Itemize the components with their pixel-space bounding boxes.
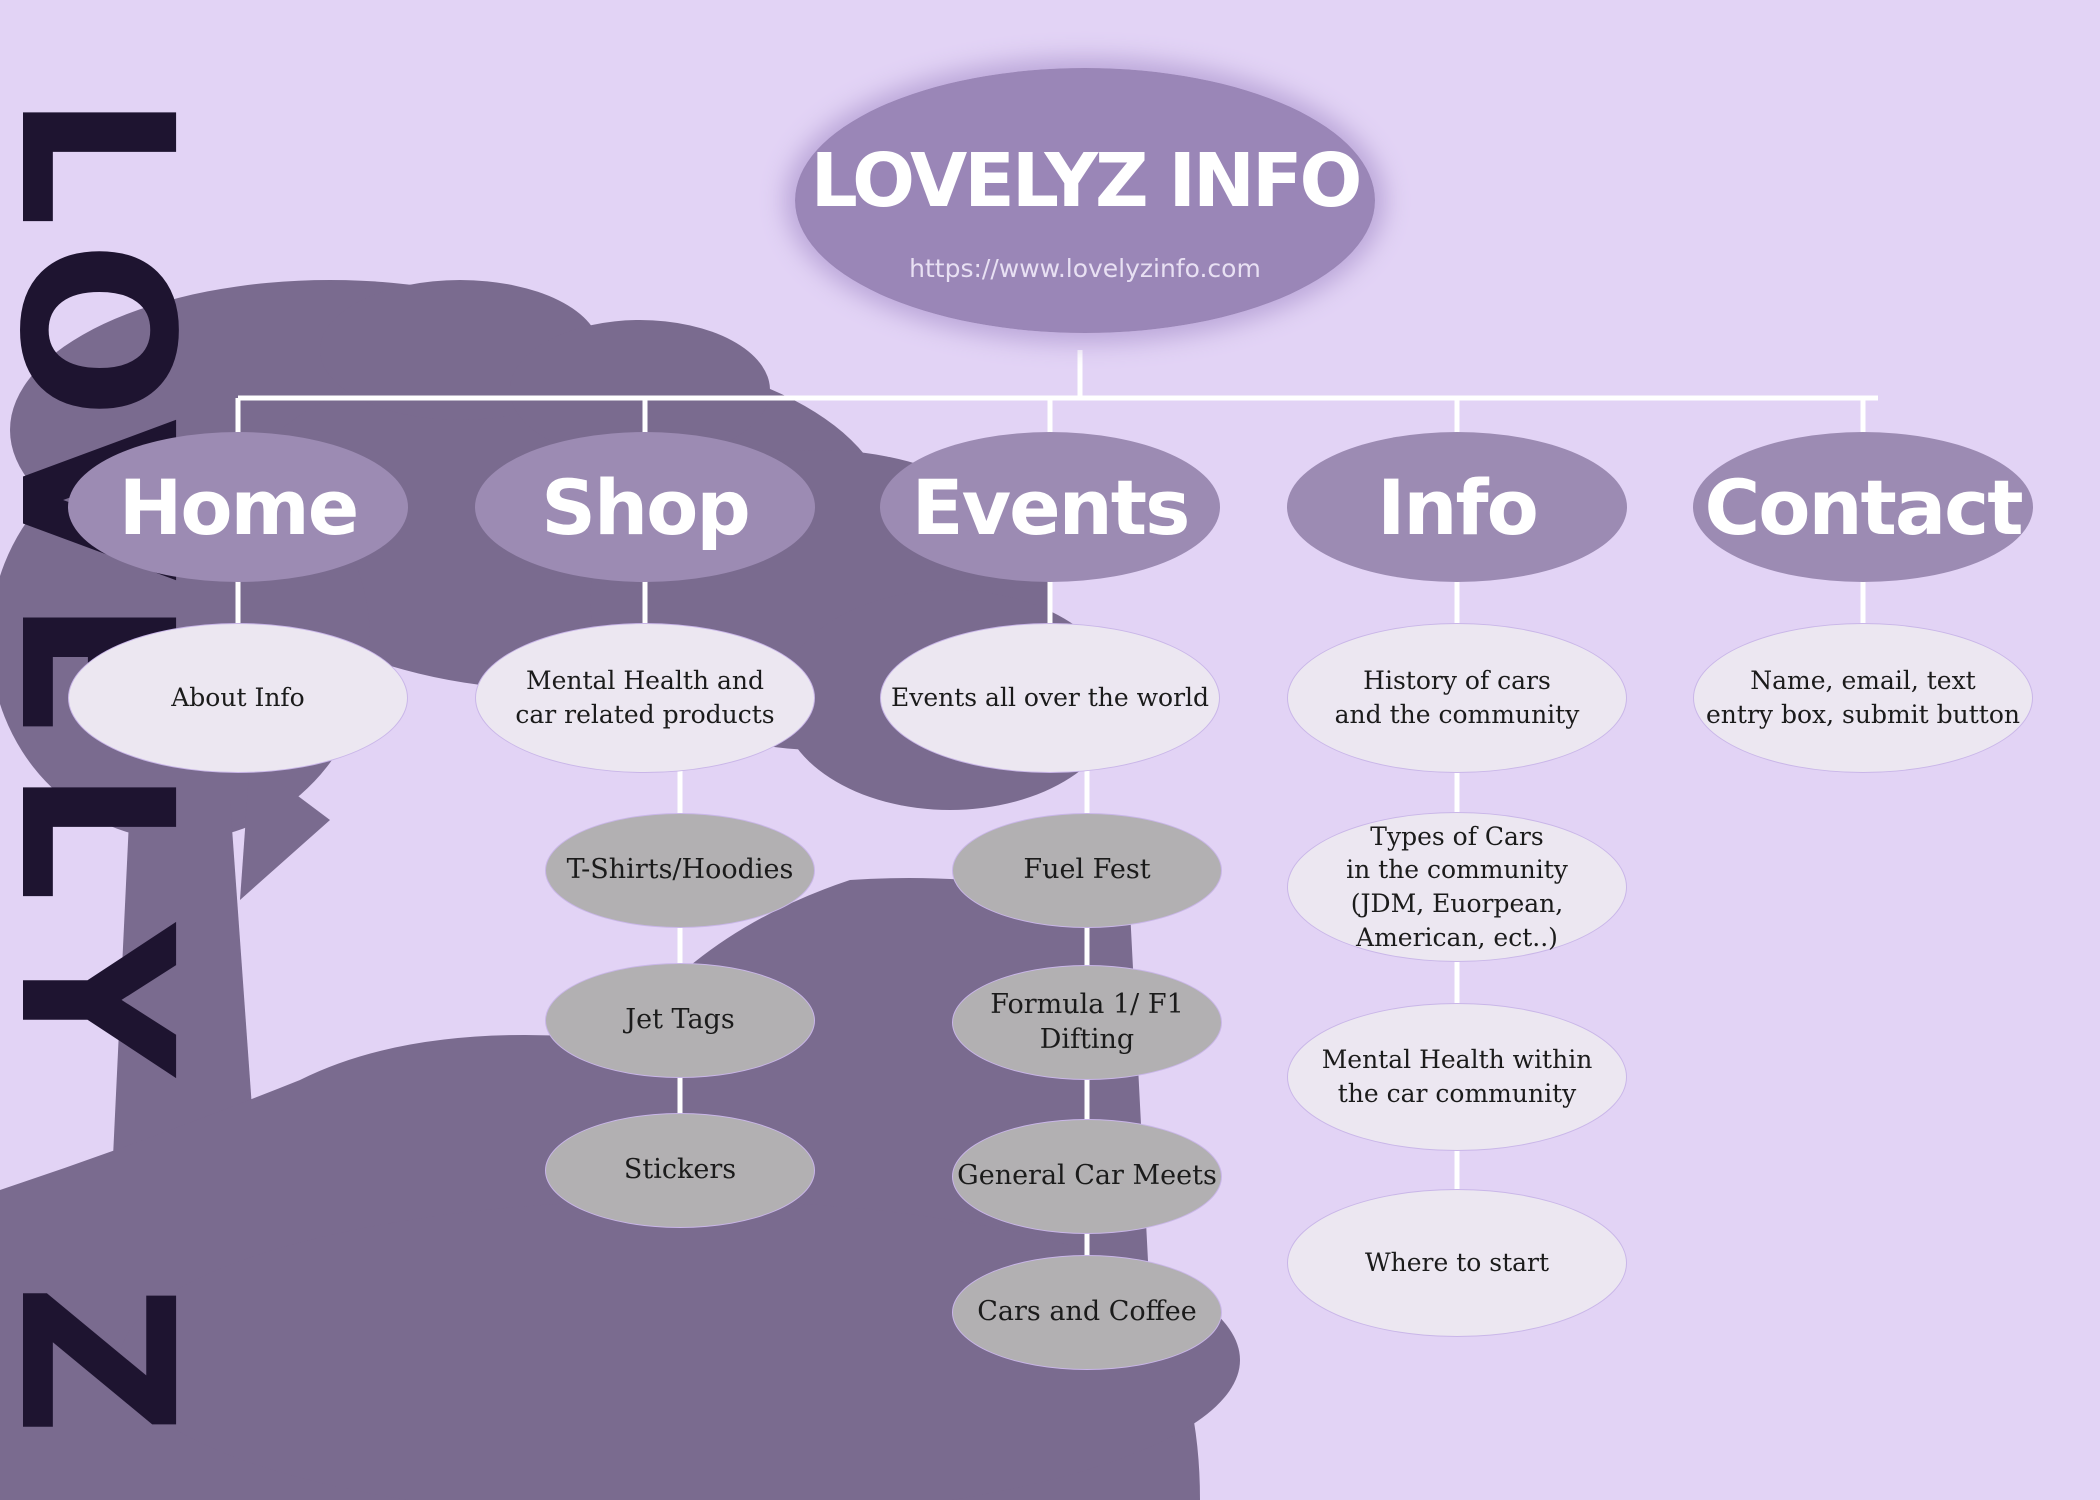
info-subitem-node: Where to start <box>1287 1189 1627 1337</box>
events-subitem-node-label: Cars and Coffee <box>977 1296 1197 1328</box>
events-subitem-node-label: Formula 1/ F1 Difting <box>990 988 1184 1055</box>
home-description-node: About Info <box>68 623 408 773</box>
events-subitem-node-label: Fuel Fest <box>1023 854 1151 886</box>
nav-node-shop: Shop <box>475 432 815 582</box>
nav-node-events: Events <box>880 432 1220 582</box>
shop-subitem-node-label: Stickers <box>623 1154 737 1186</box>
events-subitem-node: Fuel Fest <box>952 812 1222 928</box>
nav-node-info: Info <box>1287 432 1627 582</box>
contact-description-node: Name, email, text entry box, submit butt… <box>1693 623 2033 773</box>
events-subitem-node-label: General Car Meets <box>957 1160 1217 1192</box>
info-subitem-node-label: Types of Cars in the community (JDM, Euo… <box>1346 821 1568 952</box>
shop-subitem-node-label: T-Shirts/Hoodies <box>566 854 794 886</box>
info-subitem-node: Types of Cars in the community (JDM, Euo… <box>1287 812 1627 962</box>
info-subitem-node-label: Mental Health within the car community <box>1321 1045 1593 1108</box>
nav-node-info-label: Info <box>1377 462 1539 552</box>
nav-node-events-label: Events <box>911 462 1191 552</box>
info-subitem-node-label: Where to start <box>1364 1248 1550 1278</box>
shop-subitem-node: T-Shirts/Hoodies <box>545 812 815 928</box>
shop-subitem-node: Jet Tags <box>545 962 815 1078</box>
info-description-node: History of cars and the community <box>1287 623 1627 773</box>
nav-node-home: Home <box>68 432 408 582</box>
events-subitem-node: Formula 1/ F1 Difting <box>952 964 1222 1080</box>
shop-subitem-node: Stickers <box>545 1112 815 1228</box>
events-subitem-node: General Car Meets <box>952 1118 1222 1234</box>
nav-node-shop-label: Shop <box>541 462 750 552</box>
contact-description-node-label: Name, email, text entry box, submit butt… <box>1706 666 2020 729</box>
nav-node-contact-label: Contact <box>1704 462 2023 552</box>
info-subitem-node: Mental Health within the car community <box>1287 1003 1627 1151</box>
site-url: https://www.lovelyzinfo.com <box>909 254 1261 283</box>
nav-node-home-label: Home <box>118 462 360 552</box>
shop-description-node-label: Mental Health and car related products <box>515 666 775 729</box>
site-title-node: LOVELYZ INFO https://www.lovelyzinfo.com <box>795 68 1375 333</box>
events-description-node: Events all over the world <box>880 623 1220 773</box>
shop-description-node: Mental Health and car related products <box>475 623 815 773</box>
events-subitem-node: Cars and Coffee <box>952 1254 1222 1370</box>
info-description-node-label: History of cars and the community <box>1334 666 1580 729</box>
events-description-node-label: Events all over the world <box>890 683 1210 713</box>
shop-subitem-node-label: Jet Tags <box>625 1004 735 1036</box>
site-title: LOVELYZ INFO <box>810 138 1363 224</box>
nav-node-contact: Contact <box>1693 432 2033 582</box>
home-description-node-label: About Info <box>171 683 305 713</box>
